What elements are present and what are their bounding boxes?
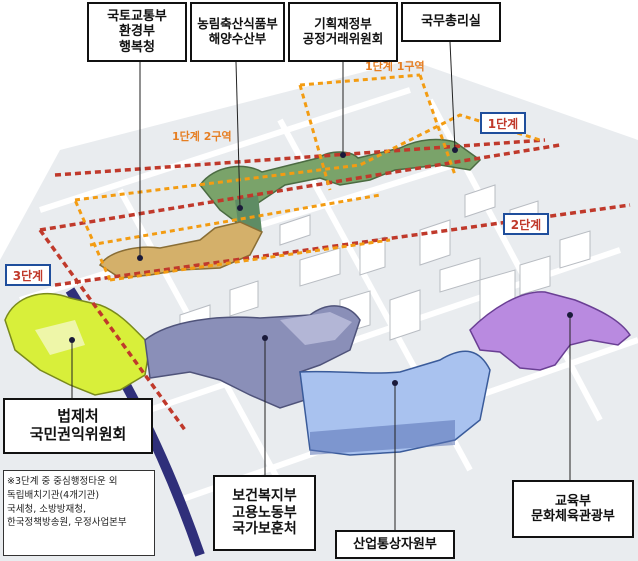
zone1-tag: 1단계 1구역 — [365, 60, 425, 73]
purple-building — [469, 291, 631, 371]
molit-line-1: 국토교통부 — [107, 9, 167, 24]
moe-line-1: 교육부 — [555, 493, 591, 509]
mafra-label: 농림축산식품부 해양수산부 — [190, 2, 285, 62]
slate-building-top — [280, 312, 352, 345]
pmo-label: 국무총리실 — [401, 2, 501, 42]
phase2-tag: 2단계 — [503, 213, 549, 235]
mafra-line-1: 농림축산식품부 — [197, 16, 278, 32]
leader-dots — [69, 147, 573, 386]
molit-label: 국토교통부 환경부 행복청 — [87, 2, 187, 62]
zone-lines — [73, 73, 541, 282]
mohw-label: 보건복지부 고용노동부 국가보훈처 — [213, 475, 316, 551]
note-line-2: 독립배치기관(4개기관) — [7, 489, 100, 501]
motie-line-1: 산업통상자원부 — [353, 536, 437, 552]
phase1-line — [54, 138, 546, 177]
mosf-line-2: 공정거래위원회 — [302, 31, 384, 46]
mohw-line-3: 국가보훈처 — [232, 521, 297, 538]
moleg-label: 법제처 국민권익위원회 — [3, 398, 153, 454]
zone1-top — [299, 73, 421, 87]
phase3-line — [38, 228, 187, 432]
zone2-bottom — [109, 238, 391, 282]
leader-lines — [71, 41, 571, 530]
mohw-line-2: 고용노동부 — [232, 504, 297, 521]
note-line-1: ※3단계 중 중심행정타운 외 — [7, 476, 118, 487]
zone1-line — [74, 113, 541, 202]
blue-building-side — [310, 420, 455, 455]
zone2-left — [73, 199, 112, 281]
moe-label: 교육부 문화체육관광부 — [512, 480, 634, 538]
mohw-line-1: 보건복지부 — [232, 488, 297, 505]
zone1-left — [298, 84, 332, 191]
independent-agencies-note: ※3단계 중 중심행정타운 외 독립배치기관(4개기관) 국세청, 소방방재청,… — [3, 470, 155, 556]
mosf-line-1: 기획재정부 — [314, 16, 372, 32]
note-line-4: 한국정책방송원, 우정사업본부 — [7, 517, 127, 529]
phase1-2-line — [39, 143, 561, 232]
zone2-tag: 1단계 2구역 — [172, 130, 232, 143]
moleg-line-2: 국민권익위원회 — [29, 425, 127, 443]
phase1-tag: 1단계 — [480, 112, 526, 134]
motie-label: 산업통상자원부 — [335, 530, 455, 559]
mafra-line-2: 해양수산부 — [208, 31, 267, 46]
pmo-line-1: 국무총리실 — [421, 14, 481, 30]
note-line-3: 국세청, 소방방재청, — [7, 503, 86, 515]
molit-line-2: 환경부 — [119, 24, 155, 40]
moe-line-2: 문화체육관광부 — [531, 509, 615, 524]
phase3-tag: 3단계 — [5, 264, 51, 286]
zone2-line-a — [89, 193, 381, 247]
moleg-line-1: 법제처 — [57, 407, 99, 426]
mosf-label: 기획재정부 공정거래위원회 — [288, 2, 398, 62]
molit-line-3: 행복청 — [119, 39, 155, 55]
